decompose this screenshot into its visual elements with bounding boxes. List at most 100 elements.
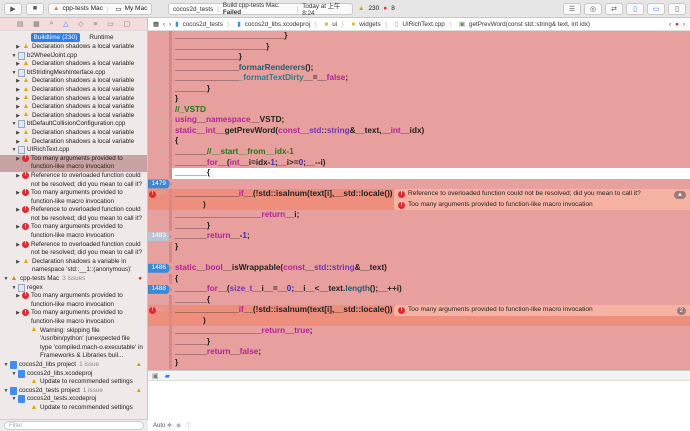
code-text[interactable]: using__namespace__VSTD; <box>172 115 690 126</box>
disclosure-triangle-icon[interactable]: ▶ <box>16 258 20 265</box>
code-line[interactable]: 1470_______} <box>148 83 690 95</box>
line-number[interactable]: 1485 <box>148 252 172 264</box>
disclosure-triangle-icon[interactable]: ▼ <box>3 361 9 368</box>
disclosure-triangle-icon[interactable]: ▼ <box>11 370 17 377</box>
disclosure-triangle-icon[interactable]: ▶ <box>16 138 20 145</box>
issue-item[interactable]: ▶!Reference to overloaded function could… <box>0 240 147 258</box>
issue-item[interactable]: ▶▲Declaration shadows a local variable <box>0 43 147 52</box>
code-line[interactable]: 1475{ <box>148 136 690 148</box>
issue-item[interactable]: ▶▲Declaration shadows a local variable <box>0 60 147 69</box>
previous-issue-button[interactable]: ‹ <box>668 20 672 28</box>
quick-look-icon[interactable]: ◉ <box>176 422 182 429</box>
line-number[interactable]: 1487 <box>148 273 172 285</box>
symbol-navigator-icon[interactable]: ▦ <box>33 21 40 28</box>
code-line[interactable]: 1466____________________} <box>148 41 690 53</box>
breadcrumb-function[interactable]: getPrevWord(const std::string& text, int… <box>469 20 590 28</box>
issue-item[interactable]: ▶!Too many arguments provided to functio… <box>0 154 147 172</box>
code-text[interactable]: { <box>172 136 690 147</box>
line-number[interactable]: 1493 <box>148 347 172 358</box>
code-line[interactable]: 1477_______for__(int__i=idx-1;__i>=0;__-… <box>148 157 690 169</box>
issue-item[interactable]: ▼regex <box>0 283 147 293</box>
scheme-selector[interactable]: ▲ cpp-tests Mac 〉 ▭ My Mac <box>48 2 153 15</box>
issue-annotation[interactable]: !Too many arguments provided to function… <box>394 305 690 316</box>
line-number[interactable]: 1478 <box>148 168 172 179</box>
issue-item[interactable]: ▶▲Declaration shadows a local variable <box>0 86 147 95</box>
breakpoint-line-number[interactable]: 1488 <box>148 284 172 294</box>
line-number[interactable]: 1492 <box>148 336 172 348</box>
code-line[interactable]: 1478_______{ <box>148 168 690 179</box>
filter-input[interactable]: Filter <box>4 421 144 430</box>
line-number[interactable]: 1482 <box>148 220 172 232</box>
issue-annotation[interactable]: !Reference to overloaded function could … <box>394 189 690 211</box>
line-number[interactable]: 1481 <box>148 210 172 221</box>
disclosure-triangle-icon[interactable]: ▶ <box>16 104 20 111</box>
disclosure-triangle-icon[interactable]: ▶ <box>16 241 20 248</box>
code-line[interactable]: 1483_______return__-1; <box>148 231 690 242</box>
issue-item[interactable]: ▶!Too many arguments provided to functio… <box>0 189 147 206</box>
code-text[interactable]: _______for__(int__i=idx-1;__i>=0;__--i) <box>172 158 690 169</box>
disclosure-triangle-icon[interactable]: ▼ <box>11 284 17 291</box>
code-line[interactable]: 1484} <box>148 241 690 253</box>
issue-item[interactable]: ▼b2WheelJoint.cpp <box>0 51 147 61</box>
issue-item[interactable]: ▶▲Declaration shadows a variable in name… <box>0 258 147 275</box>
line-number[interactable]: 1475 <box>148 136 172 148</box>
line-number[interactable]: 1494 <box>148 357 172 369</box>
line-number[interactable]: 1490! <box>148 305 172 327</box>
code-line[interactable]: 1481___________________return__i; <box>148 210 690 221</box>
annotation-message[interactable]: !Reference to overloaded function could … <box>394 189 690 200</box>
code-text[interactable]: ________________________} <box>172 31 690 42</box>
line-number[interactable]: 1480! <box>148 189 172 211</box>
disclosure-triangle-icon[interactable]: ▶ <box>16 207 20 214</box>
code-text[interactable]: ______________formarRenderers(); <box>172 63 690 74</box>
code-text[interactable]: ______________} <box>172 52 690 63</box>
code-line[interactable]: 1492_______} <box>148 336 690 348</box>
line-number[interactable]: 1474 <box>148 125 172 137</box>
line-number[interactable]: 1467 <box>148 52 172 63</box>
next-issue-button[interactable]: › <box>682 20 685 28</box>
code-text[interactable]: static__bool__isWrappable(const__std::st… <box>172 263 690 274</box>
annotation-count-badge[interactable]: 2 <box>676 306 686 315</box>
issue-item[interactable]: ▶!Too many arguments provided to functio… <box>0 292 147 309</box>
line-number[interactable]: 1473 <box>148 115 172 126</box>
disclosure-triangle-icon[interactable]: ▶ <box>16 224 20 231</box>
code-text[interactable]: _______//__start__from__idx-1 <box>172 147 690 158</box>
line-number[interactable]: 1476 <box>148 147 172 158</box>
line-number[interactable]: 1466 <box>148 41 172 53</box>
debug-navigator-icon[interactable]: ≡ <box>93 20 98 28</box>
run-button[interactable]: ▶ <box>4 2 22 15</box>
issue-item[interactable]: ▶▲Declaration shadows a local variable <box>0 129 147 138</box>
breakpoint-navigator-icon[interactable]: ▭ <box>107 21 114 28</box>
code-text[interactable]: ___________________return__i; <box>172 210 690 221</box>
issue-item[interactable]: ▼btDefaultCollisionConfiguration.cpp <box>0 120 147 129</box>
issue-item[interactable]: ▶▲Declaration shadows a local variable <box>0 103 147 112</box>
error-icon[interactable]: ! <box>149 307 156 315</box>
disclosure-triangle-icon[interactable]: ▶ <box>16 112 20 119</box>
code-text[interactable]: _______return__-1; <box>172 231 690 242</box>
line-number[interactable]: 1471 <box>148 94 172 105</box>
breakpoint-line-number[interactable]: 1479 <box>148 179 172 189</box>
line-number[interactable]: 1489 <box>148 294 172 306</box>
scope-selector[interactable]: Auto ≑ <box>153 422 173 429</box>
code-text[interactable]: } <box>172 358 690 369</box>
issue-error-icon[interactable]: ● <box>675 20 679 28</box>
issue-item[interactable]: ▶▲Declaration shadows a local variable <box>0 137 147 147</box>
issue-item[interactable]: ▶▲Declaration shadows a local variable <box>0 77 147 86</box>
code-line[interactable]: 1467______________} <box>148 52 690 63</box>
segment-buildtime[interactable]: Buildtime (230) <box>30 33 81 42</box>
code-text[interactable]: _______} <box>172 221 690 232</box>
disclosure-triangle-icon[interactable]: ▶ <box>16 129 20 136</box>
code-line[interactable]: 1493_______return__false; <box>148 347 690 358</box>
standard-editor-icon[interactable]: ☰ <box>563 3 581 15</box>
line-number[interactable]: 1469 <box>148 73 172 84</box>
disclosure-triangle-icon[interactable]: ▼ <box>11 396 17 403</box>
annotation-message[interactable]: !Too many arguments provided to function… <box>394 200 690 211</box>
code-text[interactable]: } <box>172 242 690 253</box>
line-number[interactable]: 1472 <box>148 104 172 116</box>
code-text[interactable]: { <box>172 274 690 285</box>
annotation-message[interactable]: !Too many arguments provided to function… <box>394 305 690 316</box>
code-text[interactable]: _______{ <box>172 295 690 306</box>
code-line[interactable]: 1487{ <box>148 273 690 285</box>
code-line[interactable]: 1491___________________return__true; <box>148 326 690 337</box>
